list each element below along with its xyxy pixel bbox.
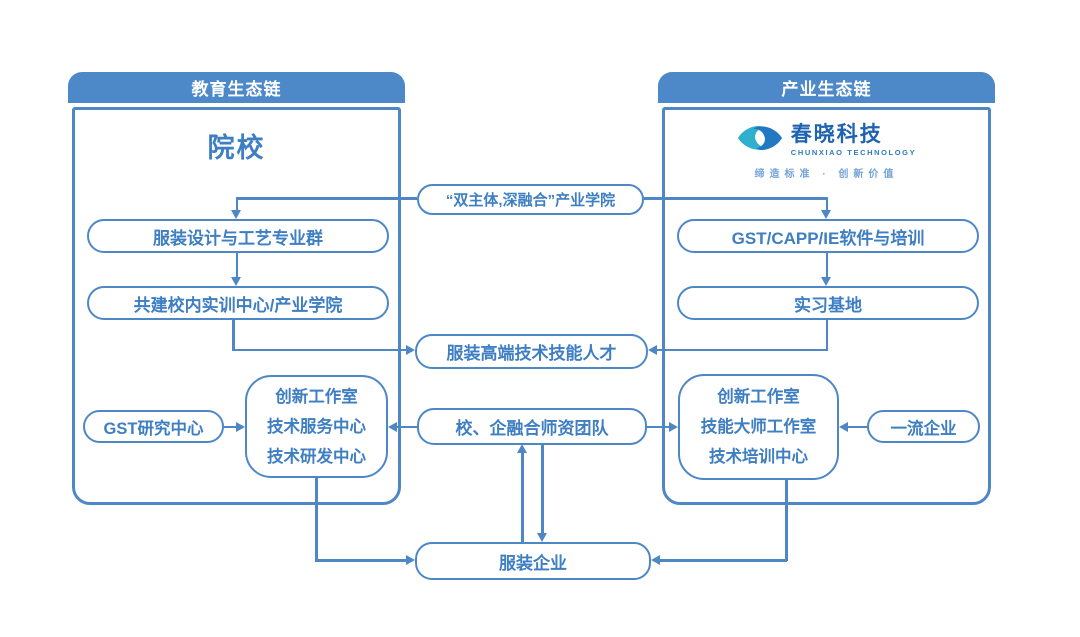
arrowhead (648, 344, 657, 355)
connector-line (825, 320, 828, 350)
node-talent: 服装高端技术技能人才 (415, 334, 648, 369)
connector-line (825, 197, 828, 211)
arrowhead (821, 277, 831, 286)
industry-center-line: 创新工作室 (717, 388, 800, 406)
connector-line (521, 452, 524, 542)
education-panel-header: 教育生态链 (68, 72, 405, 103)
arrowhead (839, 421, 848, 432)
arrowhead (231, 210, 241, 219)
node-apparel-enterprise: 服装企业 (415, 542, 651, 580)
node-internship-base: 实习基地 (677, 286, 979, 320)
arrowhead (406, 555, 415, 565)
connector-line (785, 480, 788, 561)
node-teacher-team: 校、企融合师资团队 (417, 408, 647, 445)
arrowhead (231, 277, 241, 286)
education-panel-title: 教育生态链 (191, 80, 282, 99)
industry-center-line: 技术培训中心 (709, 448, 808, 466)
node-education-centers: 创新工作室 技术服务中心 技术研发中心 (245, 375, 388, 478)
connector-line (657, 348, 828, 351)
node-training-center: 共建校内实训中心/产业学院 (87, 286, 389, 320)
node-industry-centers: 创新工作室 技能大师工作室 技术培训中心 (678, 374, 839, 480)
connector-line (232, 348, 407, 351)
connector-line (397, 425, 418, 428)
chunxiao-logo-icon (737, 123, 783, 158)
industry-center-line: 技能大师工作室 (700, 418, 817, 436)
node-gst-research: GST研究中心 (83, 410, 224, 443)
arrowhead (236, 421, 245, 432)
industry-panel-header: 产业生态链 (658, 72, 995, 103)
connector-line (232, 320, 235, 350)
arrowhead (669, 421, 678, 432)
logo-name: 春晓科技 (790, 123, 883, 146)
connector-line (223, 425, 237, 428)
connector-line (315, 478, 318, 561)
connector-line (646, 425, 670, 428)
chunxiao-logo: 春晓科技 CHUNXIAO TECHNOLOGY 缔造标准 · 创新价值 (662, 123, 991, 180)
education-center-line: 创新工作室 (275, 387, 358, 406)
node-first-class-enterprise: 一流企业 (867, 410, 980, 443)
connector-line (315, 559, 407, 562)
node-major-group: 服装设计与工艺专业群 (87, 219, 389, 253)
arrowhead (406, 344, 415, 355)
connector-line (541, 445, 544, 534)
arrowhead (388, 421, 397, 432)
education-center-line: 技术服务中心 (267, 417, 366, 436)
node-software-training: GST/CAPP/IE软件与培训 (677, 219, 979, 253)
arrowhead (821, 210, 831, 219)
connector-line (643, 197, 828, 200)
arrowhead (651, 555, 660, 565)
node-industry-college: “双主体,深融合”产业学院 (417, 184, 644, 215)
logo-name-en: CHUNXIAO TECHNOLOGY (790, 148, 917, 157)
industry-panel-title: 产业生态链 (781, 80, 872, 99)
connector-line (235, 197, 238, 211)
arrowhead (536, 533, 547, 542)
college-title: 院校 (207, 133, 266, 163)
arrowhead (516, 444, 527, 453)
logo-slogan: 缔造标准 · 创新价值 (754, 169, 899, 180)
connector-line (825, 253, 828, 278)
connector-line (660, 559, 787, 562)
connector-line (847, 425, 868, 428)
education-center-line: 技术研发中心 (267, 447, 366, 466)
connector-line (235, 253, 238, 278)
connector-line (237, 197, 417, 200)
